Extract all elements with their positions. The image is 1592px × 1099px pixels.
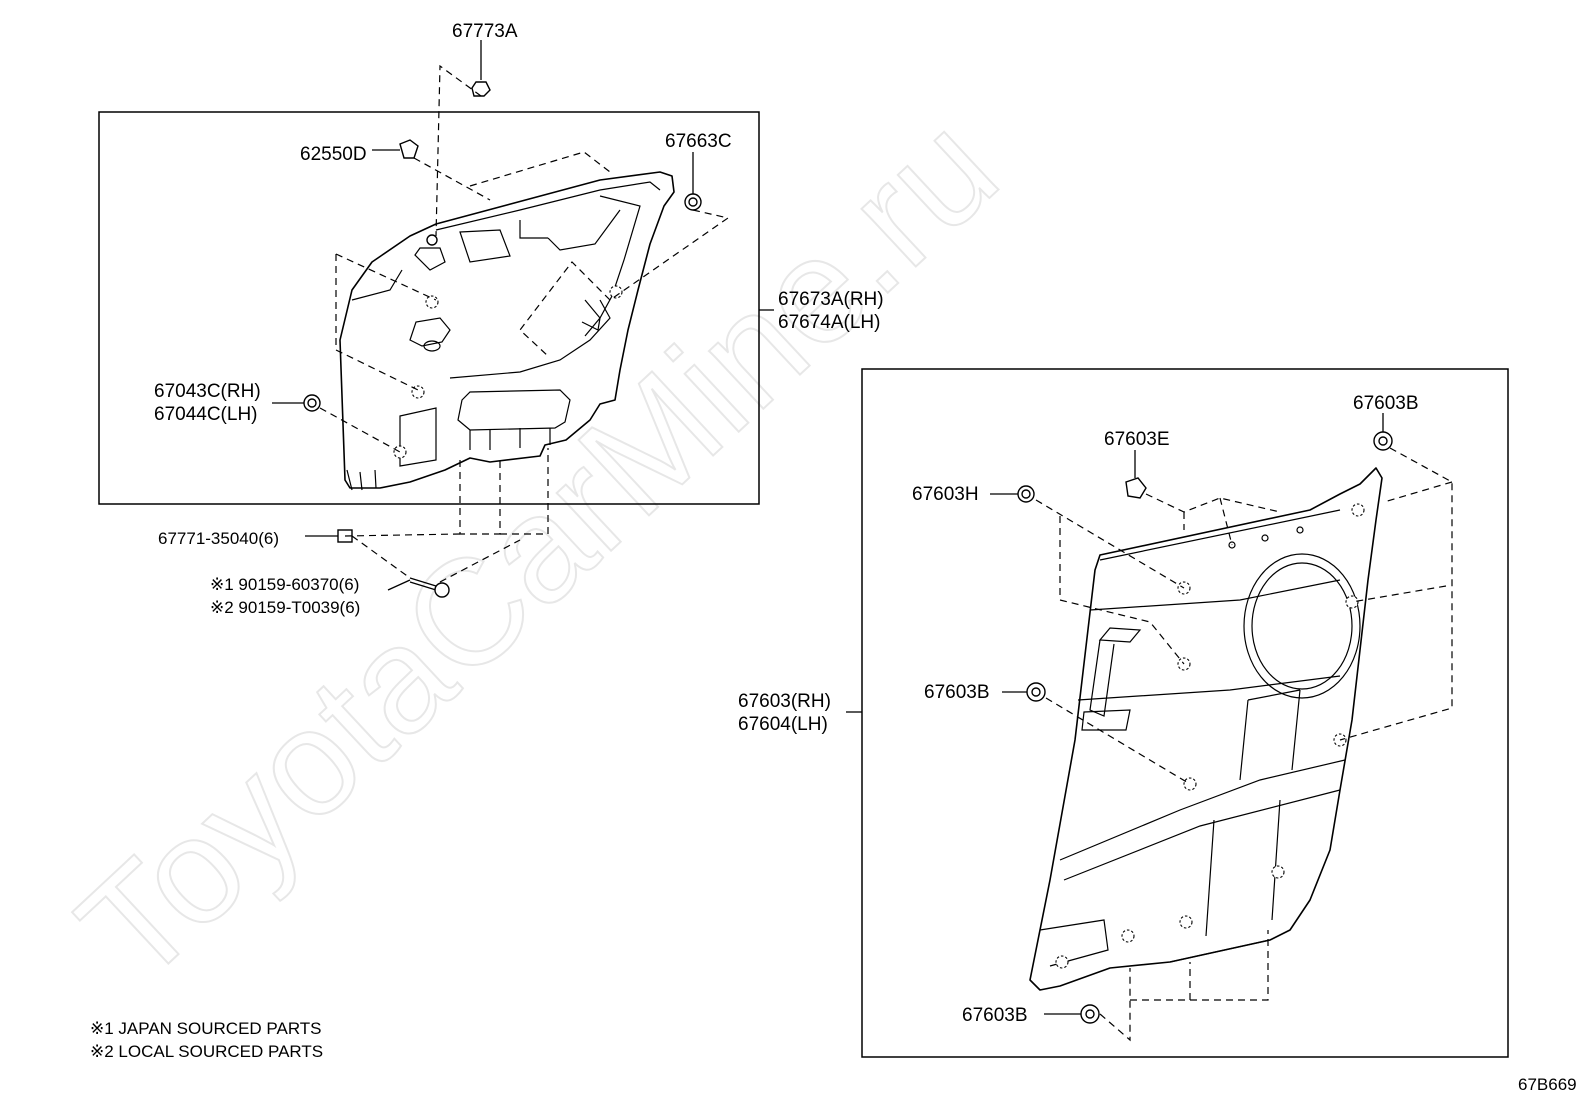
clip-67603E-icon [1125, 450, 1147, 499]
clip-67773A-icon [471, 40, 491, 97]
label-67604: 67604(LH) [738, 714, 828, 735]
label-67773A: 67773A [452, 21, 518, 42]
lower-group-frame [861, 368, 1509, 1058]
clip-67603B-mid-icon [1002, 682, 1046, 702]
label-90159-japan: ※1 90159-60370(6) [210, 575, 359, 594]
upper-dashed-lines [319, 64, 730, 583]
label-67663C: 67663C [665, 131, 732, 152]
clip-67043C-icon [272, 394, 321, 412]
door-trim-panel [1029, 467, 1383, 991]
label-67603: 67603(RH) [738, 691, 831, 712]
clip-67603H-icon [990, 485, 1035, 503]
quarter-trim-panel [339, 171, 675, 491]
clip-62550D-icon [372, 139, 419, 159]
label-67603B-bot: 67603B [962, 1005, 1028, 1026]
lower-dashed-lines [1035, 447, 1453, 1042]
nut-67771-icon [305, 529, 353, 543]
label-62550D: 62550D [300, 144, 367, 165]
note-local-sourced: ※2 LOCAL SOURCED PARTS [90, 1042, 323, 1061]
label-67044C: 67044C(LH) [154, 404, 258, 425]
label-67603E: 67603E [1104, 429, 1170, 450]
label-67603H: 67603H [912, 484, 979, 505]
label-67603B-top: 67603B [1353, 393, 1419, 414]
note-japan-sourced: ※1 JAPAN SOURCED PARTS [90, 1019, 322, 1038]
label-67771: 67771-35040(6) [158, 529, 279, 548]
upper-group-frame [98, 111, 760, 505]
clip-67603B-bot-icon [1044, 1004, 1100, 1024]
label-67674A: 67674A(LH) [778, 312, 880, 333]
label-67043C: 67043C(RH) [154, 381, 261, 402]
diagram-code: 67B669 [1518, 1075, 1577, 1094]
bolt-90159-icon [387, 577, 450, 598]
label-90159-local: ※2 90159-T0039(6) [210, 598, 360, 617]
clip-67663C-icon [684, 152, 702, 211]
clip-67603B-top-icon [1373, 413, 1393, 451]
label-67673A: 67673A(RH) [778, 289, 884, 310]
label-67603B-mid: 67603B [924, 682, 990, 703]
